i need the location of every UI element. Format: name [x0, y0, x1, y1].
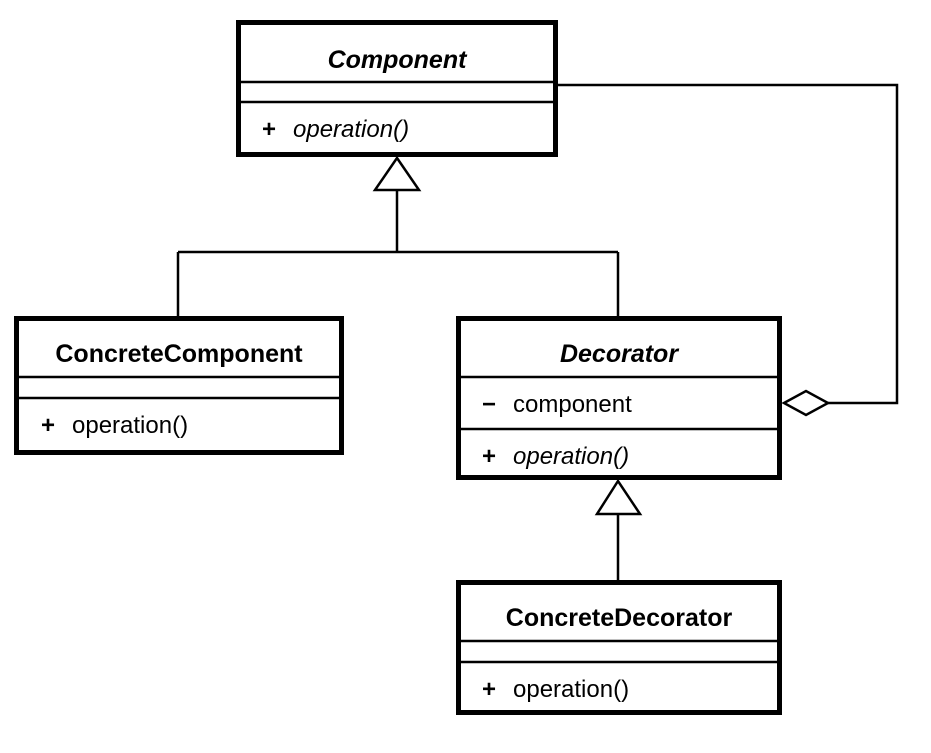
relationship-generalization-concretedecorator-decorator[interactable] — [594, 478, 643, 580]
class-name-label: ConcreteDecorator — [506, 604, 733, 632]
attribute-name-label: component — [513, 391, 632, 418]
class-name-label: Decorator — [560, 340, 679, 368]
operation-name-label: operation() — [72, 412, 188, 439]
operation-visibility-marker: + — [41, 412, 55, 439]
operation-visibility-marker: + — [482, 676, 496, 703]
class-box-concrete-component[interactable]: ConcreteComponent + operation() — [14, 316, 344, 455]
class-box-component[interactable]: Component + operation() — [236, 20, 558, 157]
hollow-triangle-generalization-icon — [372, 155, 422, 192]
hollow-triangle-generalization-icon — [594, 478, 643, 516]
class-box-outline — [456, 580, 782, 715]
class-name-label: Component — [328, 46, 469, 74]
class-name-label: ConcreteComponent — [55, 340, 303, 368]
operation-visibility-marker: + — [482, 443, 496, 470]
relationship-generalization-to-component[interactable] — [176, 155, 620, 316]
relationship-aggregation-decorator-component[interactable] — [558, 83, 899, 417]
class-box-outline — [14, 316, 344, 455]
class-box-concrete-decorator[interactable]: ConcreteDecorator + operation() — [456, 580, 782, 715]
operation-visibility-marker: + — [262, 116, 276, 143]
operation-name-label: operation() — [513, 443, 629, 470]
attribute-visibility-marker: − — [482, 391, 496, 418]
operation-name-label: operation() — [293, 116, 409, 143]
class-box-outline — [236, 20, 558, 157]
hollow-diamond-aggregation-icon — [781, 389, 831, 417]
operation-name-label: operation() — [513, 676, 629, 703]
class-box-outline — [456, 316, 782, 480]
aggregation-route-line — [558, 83, 899, 405]
class-box-decorator[interactable]: Decorator − component + operation() — [456, 316, 782, 480]
